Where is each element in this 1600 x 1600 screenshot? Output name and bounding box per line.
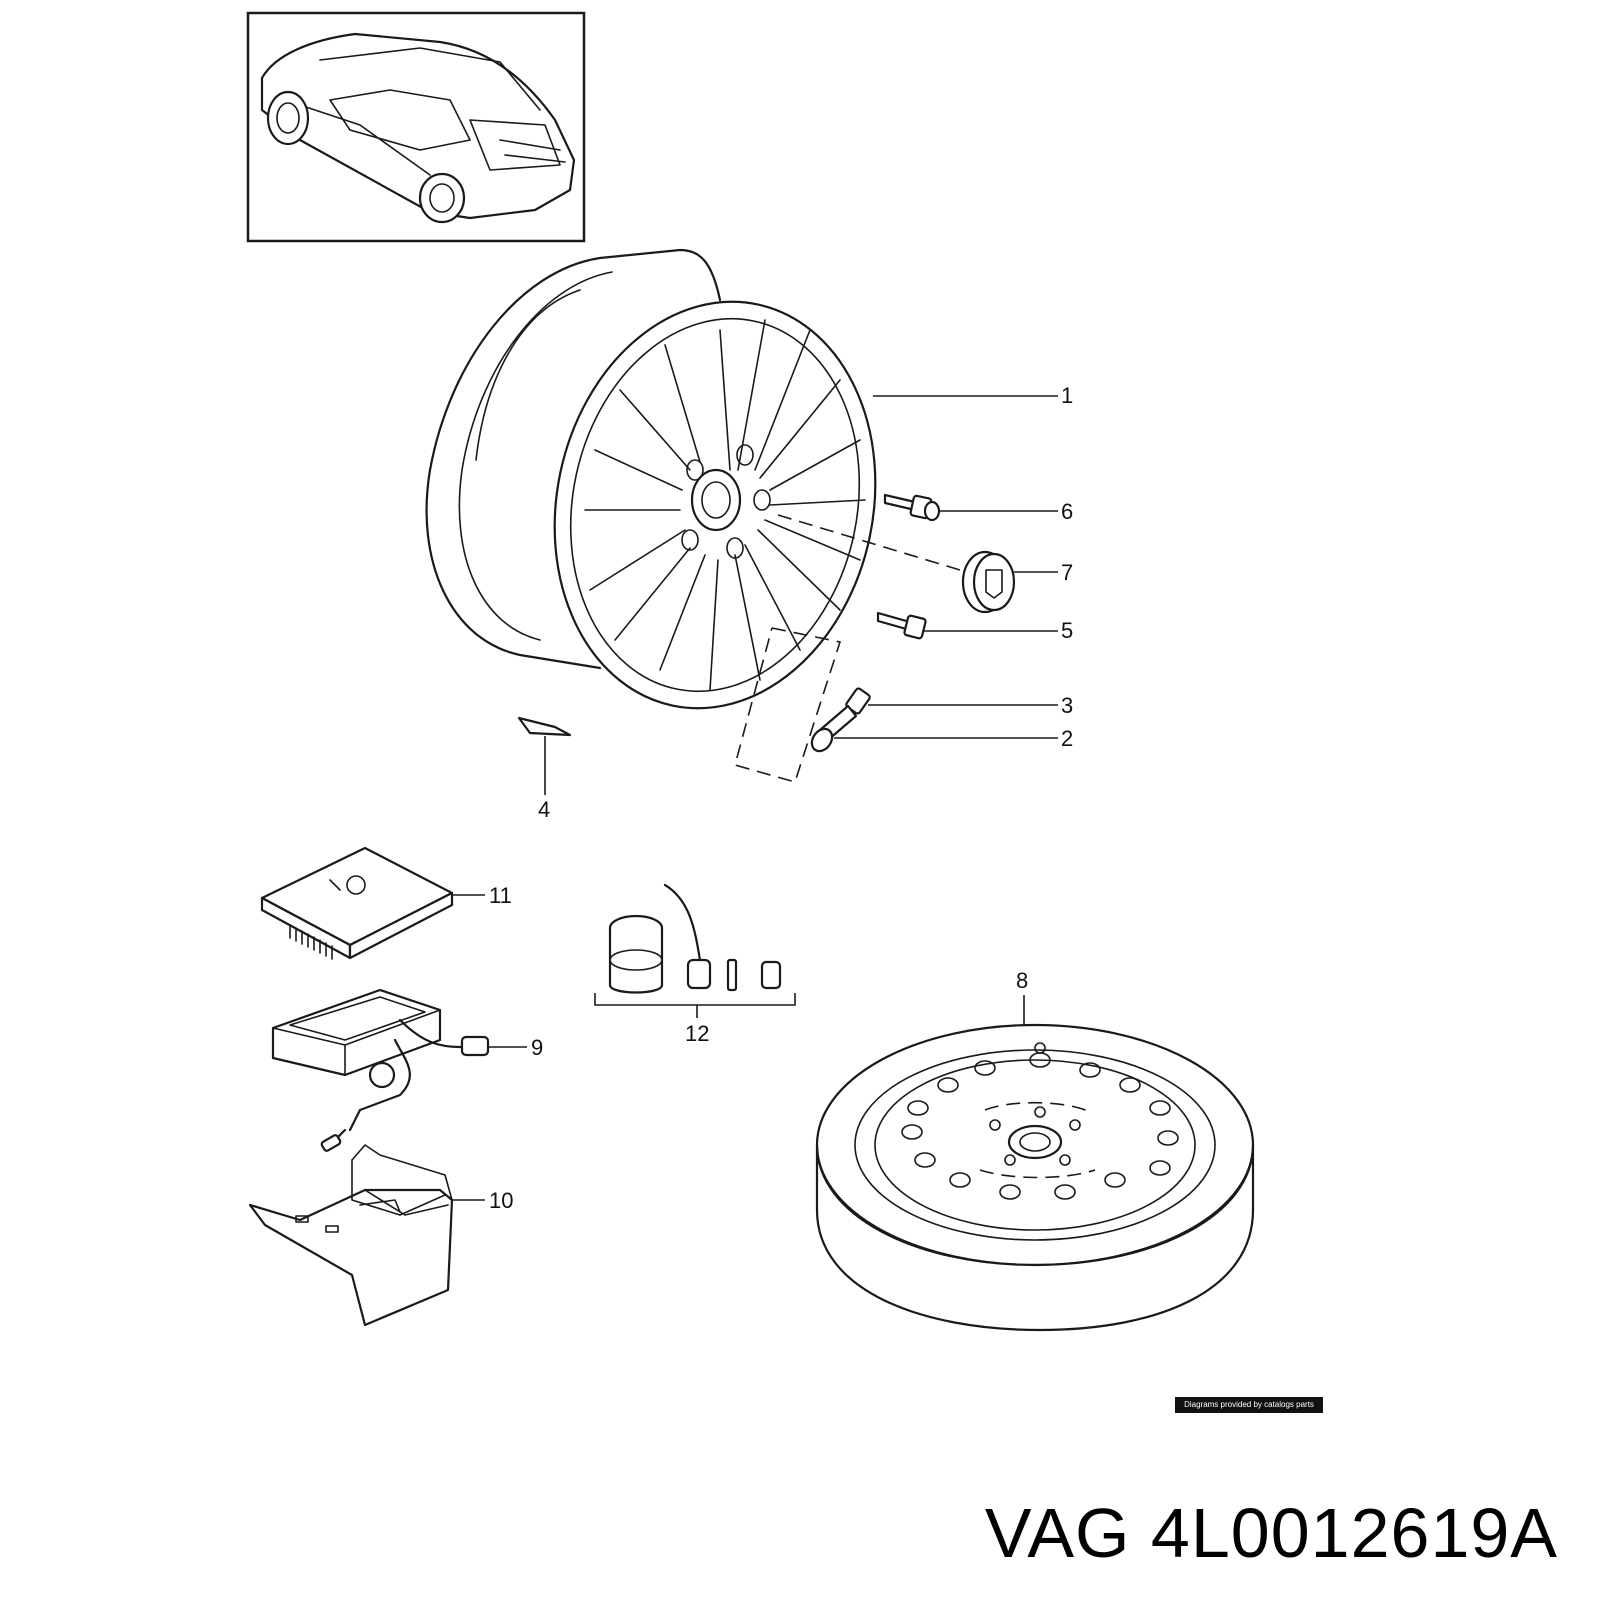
spare-wheel-8 xyxy=(815,1023,1255,1332)
cover-plate-11 xyxy=(260,846,454,960)
part-reference-title: VAG 4L0012619A xyxy=(984,1494,1558,1572)
bracket-10 xyxy=(248,1144,454,1327)
callout-6: 6 xyxy=(1061,499,1073,524)
callout-12: 12 xyxy=(685,1021,709,1046)
dashed-bracket xyxy=(734,627,842,783)
callout-10: 10 xyxy=(489,1188,513,1213)
callout-8: 8 xyxy=(1016,968,1028,993)
tire-valve-2 xyxy=(810,704,858,753)
balance-weight-4 xyxy=(517,716,572,795)
callout-3: 3 xyxy=(1061,693,1073,718)
callout-1: 1 xyxy=(1061,383,1073,408)
callout-11: 11 xyxy=(489,883,512,908)
callout-7: 7 xyxy=(1061,560,1073,585)
repair-kit-12 xyxy=(594,883,796,1018)
callout-9: 9 xyxy=(531,1035,543,1060)
callout-5: 5 xyxy=(1061,618,1073,643)
callout-labels: 1 2 3 4 5 6 7 8 9 10 11 12 xyxy=(489,383,1073,1213)
leader-lines xyxy=(452,395,1058,1201)
compressor-9 xyxy=(271,988,490,1152)
center-cap-7 xyxy=(961,550,1016,614)
alloy-wheel xyxy=(425,248,877,710)
callout-4: 4 xyxy=(538,797,550,822)
dashed-axis-line xyxy=(777,514,961,571)
wheel-bolt-5 xyxy=(876,611,927,640)
diagram-credit-badge: Diagrams provided by catalogs parts xyxy=(1175,1397,1323,1413)
vehicle-thumbnail xyxy=(246,11,586,243)
wheel-bolt-6 xyxy=(883,493,941,522)
callout-2: 2 xyxy=(1061,726,1073,751)
